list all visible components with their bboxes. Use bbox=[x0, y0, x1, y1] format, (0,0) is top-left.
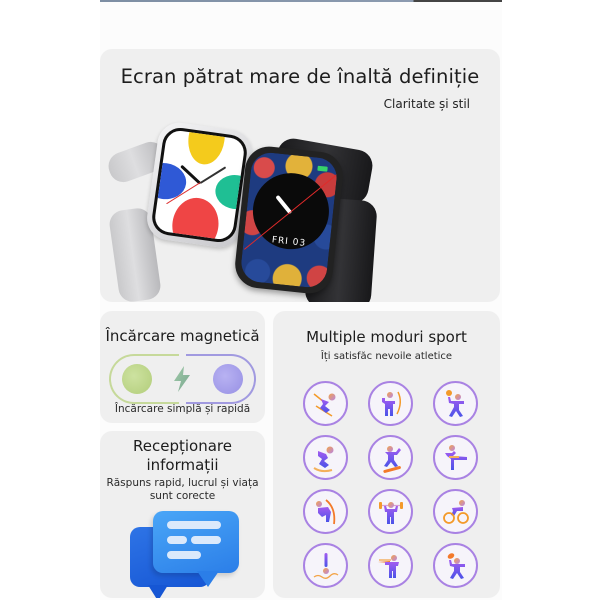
magnetic-charging-card: Încărcare magnetică Încărcare simplă și … bbox=[100, 311, 265, 423]
charging-subtitle: Încărcare simplă și rapidă bbox=[114, 403, 251, 415]
watch-date: FRI 03 bbox=[271, 235, 307, 249]
display-feature-card: Ecran pătrat mare de înaltă definiție Cl… bbox=[100, 49, 500, 302]
sport-modes-card: Multiple moduri sport Îți satisfăc nevoi… bbox=[273, 311, 500, 598]
sports-title: Multiple moduri sport bbox=[306, 328, 467, 346]
javelin-icon[interactable] bbox=[368, 543, 413, 588]
notifications-card: Recepționare informații Răspuns rapid, l… bbox=[100, 431, 265, 598]
skateboarding-icon[interactable] bbox=[368, 435, 413, 480]
notifications-title: Recepționare informații bbox=[133, 437, 232, 474]
pole-vault-icon[interactable] bbox=[303, 489, 348, 534]
sport-modes-grid bbox=[303, 381, 478, 588]
weightlifting-icon[interactable] bbox=[368, 489, 413, 534]
gymnastics-ribbon-icon[interactable] bbox=[303, 543, 348, 588]
sports-subtitle: Îți satisfăc nevoile atletice bbox=[320, 351, 453, 362]
hero-subtitle: Claritate și stil bbox=[383, 97, 470, 111]
pattern-watch-face: FRI 03 bbox=[239, 150, 339, 290]
notifications-subtitle: Răspuns rapid, lucrul și viața sunt core… bbox=[106, 477, 259, 502]
charging-title: Încărcare magnetică bbox=[105, 327, 260, 345]
lightning-bolt-icon bbox=[174, 366, 190, 392]
rugby-icon[interactable] bbox=[433, 543, 478, 588]
snowboarding-icon[interactable] bbox=[303, 435, 348, 480]
cycling-icon[interactable] bbox=[433, 489, 478, 534]
martial-arts-icon[interactable] bbox=[433, 435, 478, 480]
charging-illustration bbox=[109, 354, 256, 404]
colorful-watch-face bbox=[153, 128, 246, 242]
volleyball-icon[interactable] bbox=[433, 381, 478, 426]
battery-icon bbox=[317, 165, 328, 172]
top-image-edge bbox=[100, 0, 502, 2]
hero-title: Ecran pătrat mare de înaltă definiție bbox=[120, 65, 480, 88]
product-page: Ecran pătrat mare de înaltă definiție Cl… bbox=[100, 0, 502, 600]
skiing-icon[interactable] bbox=[303, 381, 348, 426]
purple-contact-dot bbox=[213, 364, 243, 394]
black-watch-body: FRI 03 bbox=[232, 144, 346, 296]
green-contact-dot bbox=[122, 364, 152, 394]
archery-icon[interactable] bbox=[368, 381, 413, 426]
